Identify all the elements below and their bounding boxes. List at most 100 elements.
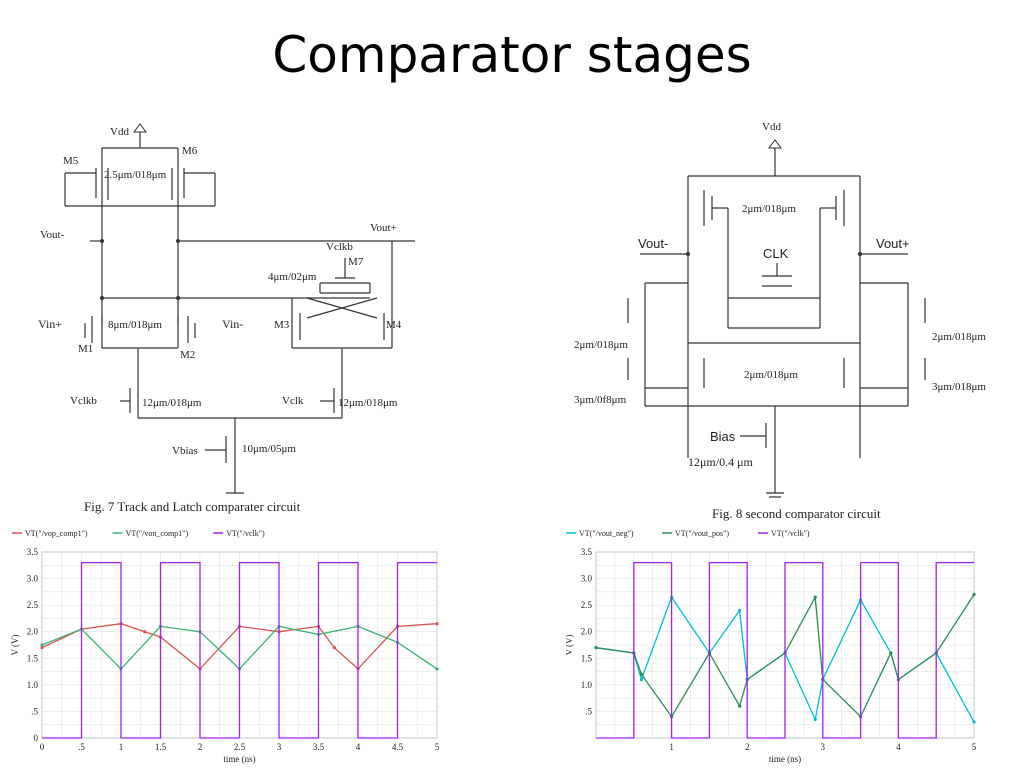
series-line — [42, 561, 437, 739]
fig8-vdd-label: Vdd — [762, 121, 781, 133]
y-tick-label: 3.0 — [581, 574, 593, 584]
y-tick-label: .5 — [585, 706, 592, 716]
plot-comp1: 0 .5 1 1.5 2 2.5 3 3.5 4 4.5 5 0 .5 1.0 1.5 2.0 2.5 3.0 3.… — [10, 529, 440, 764]
y-tick-label: 1.5 — [581, 653, 593, 663]
y-tick-label: 1.0 — [27, 680, 39, 690]
fig8-vout-pos-label: Vout+ — [876, 236, 910, 251]
x-tick-label: 1 — [119, 742, 124, 752]
fig8-w-right1-label: 2μm/018μm — [932, 331, 986, 343]
x-tick-label: 3 — [821, 742, 826, 752]
data-point — [738, 704, 742, 708]
x-tick-label: 1.5 — [155, 742, 167, 752]
data-point — [40, 643, 44, 647]
fig8-bias-label: Bias — [710, 429, 736, 444]
y-tick-label: 0 — [34, 733, 39, 743]
data-point — [435, 667, 439, 671]
legend-entry: VT("/vout_pos") — [675, 529, 729, 538]
fig8-caption: Fig. 8 second comparator circuit — [712, 506, 881, 521]
fig7-schematic: Vdd M5 M6 2.5μm/018μm Vout- Vout+ Vclkb … — [38, 123, 415, 494]
y-tick-label: 3.5 — [581, 547, 593, 557]
legend-entry: VT("/vop_comp1") — [25, 529, 88, 538]
fig7-w-clkb-label: 12μm/018μm — [142, 397, 202, 409]
fig7-w-clk-label: 12μm/018μm — [338, 397, 398, 409]
legend-entry: VT("/vclk") — [771, 529, 810, 538]
fig8-w-left1-label: 2μm/018μm — [574, 339, 628, 351]
x-axis-label: time (ns) — [223, 754, 255, 764]
fig7-m3-label: M3 — [274, 319, 290, 331]
y-tick-label: 1.5 — [27, 653, 39, 663]
data-point — [889, 651, 893, 655]
data-point — [639, 672, 643, 676]
fig7-caption: Fig. 7 Track and Latch comparater circui… — [84, 499, 301, 514]
fig7-vdd-label: Vdd — [110, 126, 129, 138]
legend-entry: VT("/von_comp1") — [126, 529, 189, 538]
data-point — [813, 595, 817, 599]
y-tick-label: 1.0 — [581, 680, 593, 690]
fig7-m7-label: M7 — [348, 256, 364, 268]
series-line — [596, 561, 974, 739]
data-point — [972, 720, 976, 724]
fig8-vout-neg-label: Vout- — [638, 236, 668, 251]
fig7-m1-label: M1 — [78, 343, 93, 355]
fig8-w-mid-label: 2μm/018μm — [744, 369, 798, 381]
fig7-m4-label: M4 — [386, 319, 402, 331]
fig7-m5-label: M5 — [63, 155, 79, 167]
slide-title: Comparator stages — [272, 26, 752, 84]
x-tick-label: 1 — [669, 742, 674, 752]
data-point — [435, 622, 439, 626]
x-tick-label: 2.5 — [234, 742, 246, 752]
fig8-w-right2-label: 3μm/018μm — [932, 381, 986, 393]
x-tick-label: 4.5 — [392, 742, 404, 752]
y-tick-label: 2.0 — [581, 627, 593, 637]
x-tick-label: 5 — [972, 742, 977, 752]
x-tick-label: 2 — [745, 742, 750, 752]
fig7-vin-neg-label: Vin- — [222, 317, 243, 331]
y-axis-label: V (V) — [566, 634, 574, 655]
plot-comp2: 1 2 3 4 5 .5 1.0 1.5 2.0 2.5 3.0 3.5 time (ns) V (V) V… — [566, 529, 977, 764]
fig7-vin-pos-label: Vin+ — [38, 317, 62, 331]
data-point — [639, 677, 643, 682]
data-point — [332, 646, 336, 650]
x-tick-label: 3.5 — [313, 742, 325, 752]
fig7-w7-label: 4μm/02μm — [268, 271, 317, 283]
x-tick-label: 4 — [896, 742, 901, 752]
legend-entry: VT("/vclk") — [226, 529, 265, 538]
x-tick-label: 4 — [356, 742, 361, 752]
fig7-m2-label: M2 — [180, 349, 195, 361]
fig7-vclkb-label: Vclkb — [70, 395, 97, 407]
fig7-m6-label: M6 — [182, 145, 198, 157]
x-tick-label: 5 — [435, 742, 440, 752]
fig8-w-bias-label: 12μm/0.4 μm — [688, 455, 754, 469]
y-tick-label: .5 — [31, 706, 38, 716]
fig7-w56-label: 2.5μm/018μm — [104, 169, 167, 181]
x-tick-label: .5 — [78, 742, 85, 752]
fig7-vclk-label: Vclk — [282, 395, 304, 407]
data-point — [143, 630, 147, 634]
x-tick-label: 3 — [277, 742, 282, 752]
data-point — [813, 717, 817, 721]
x-tick-label: 0 — [40, 742, 45, 752]
fig7-vbias-label: Vbias — [172, 445, 198, 457]
legend-entry: VT("/vout_neg") — [579, 529, 634, 538]
data-point — [40, 646, 44, 650]
y-axis-label: V (V) — [10, 634, 20, 655]
fig7-vout-pos-label: Vout+ — [370, 222, 397, 234]
fig8-w-left2-label: 3μm/0f8μm — [574, 394, 627, 406]
fig7-w-bias-label: 10μm/05μm — [242, 443, 296, 455]
data-point — [972, 592, 976, 597]
y-tick-label: 2.5 — [581, 600, 593, 610]
y-tick-label: 2.0 — [27, 627, 39, 637]
y-tick-label: 2.5 — [27, 600, 39, 610]
x-axis-label: time (ns) — [769, 754, 801, 764]
fig7-vout-neg-label: Vout- — [40, 229, 65, 241]
fig8-w-top-label: 2μm/018μm — [742, 203, 796, 215]
fig7-w12-label: 8μm/018μm — [108, 319, 162, 331]
y-tick-label: 3.0 — [27, 574, 39, 584]
fig8-clk-label: CLK — [763, 246, 789, 261]
y-tick-label: 3.5 — [27, 547, 39, 557]
fig8-schematic: Vdd 2μm/018μm Vout- Vout+ CLK 2μm/018μm … — [574, 121, 986, 498]
x-tick-label: 2 — [198, 742, 203, 752]
data-point — [594, 646, 598, 650]
data-point — [738, 608, 742, 613]
fig7-vclkb-top-label: Vclkb — [326, 241, 353, 253]
